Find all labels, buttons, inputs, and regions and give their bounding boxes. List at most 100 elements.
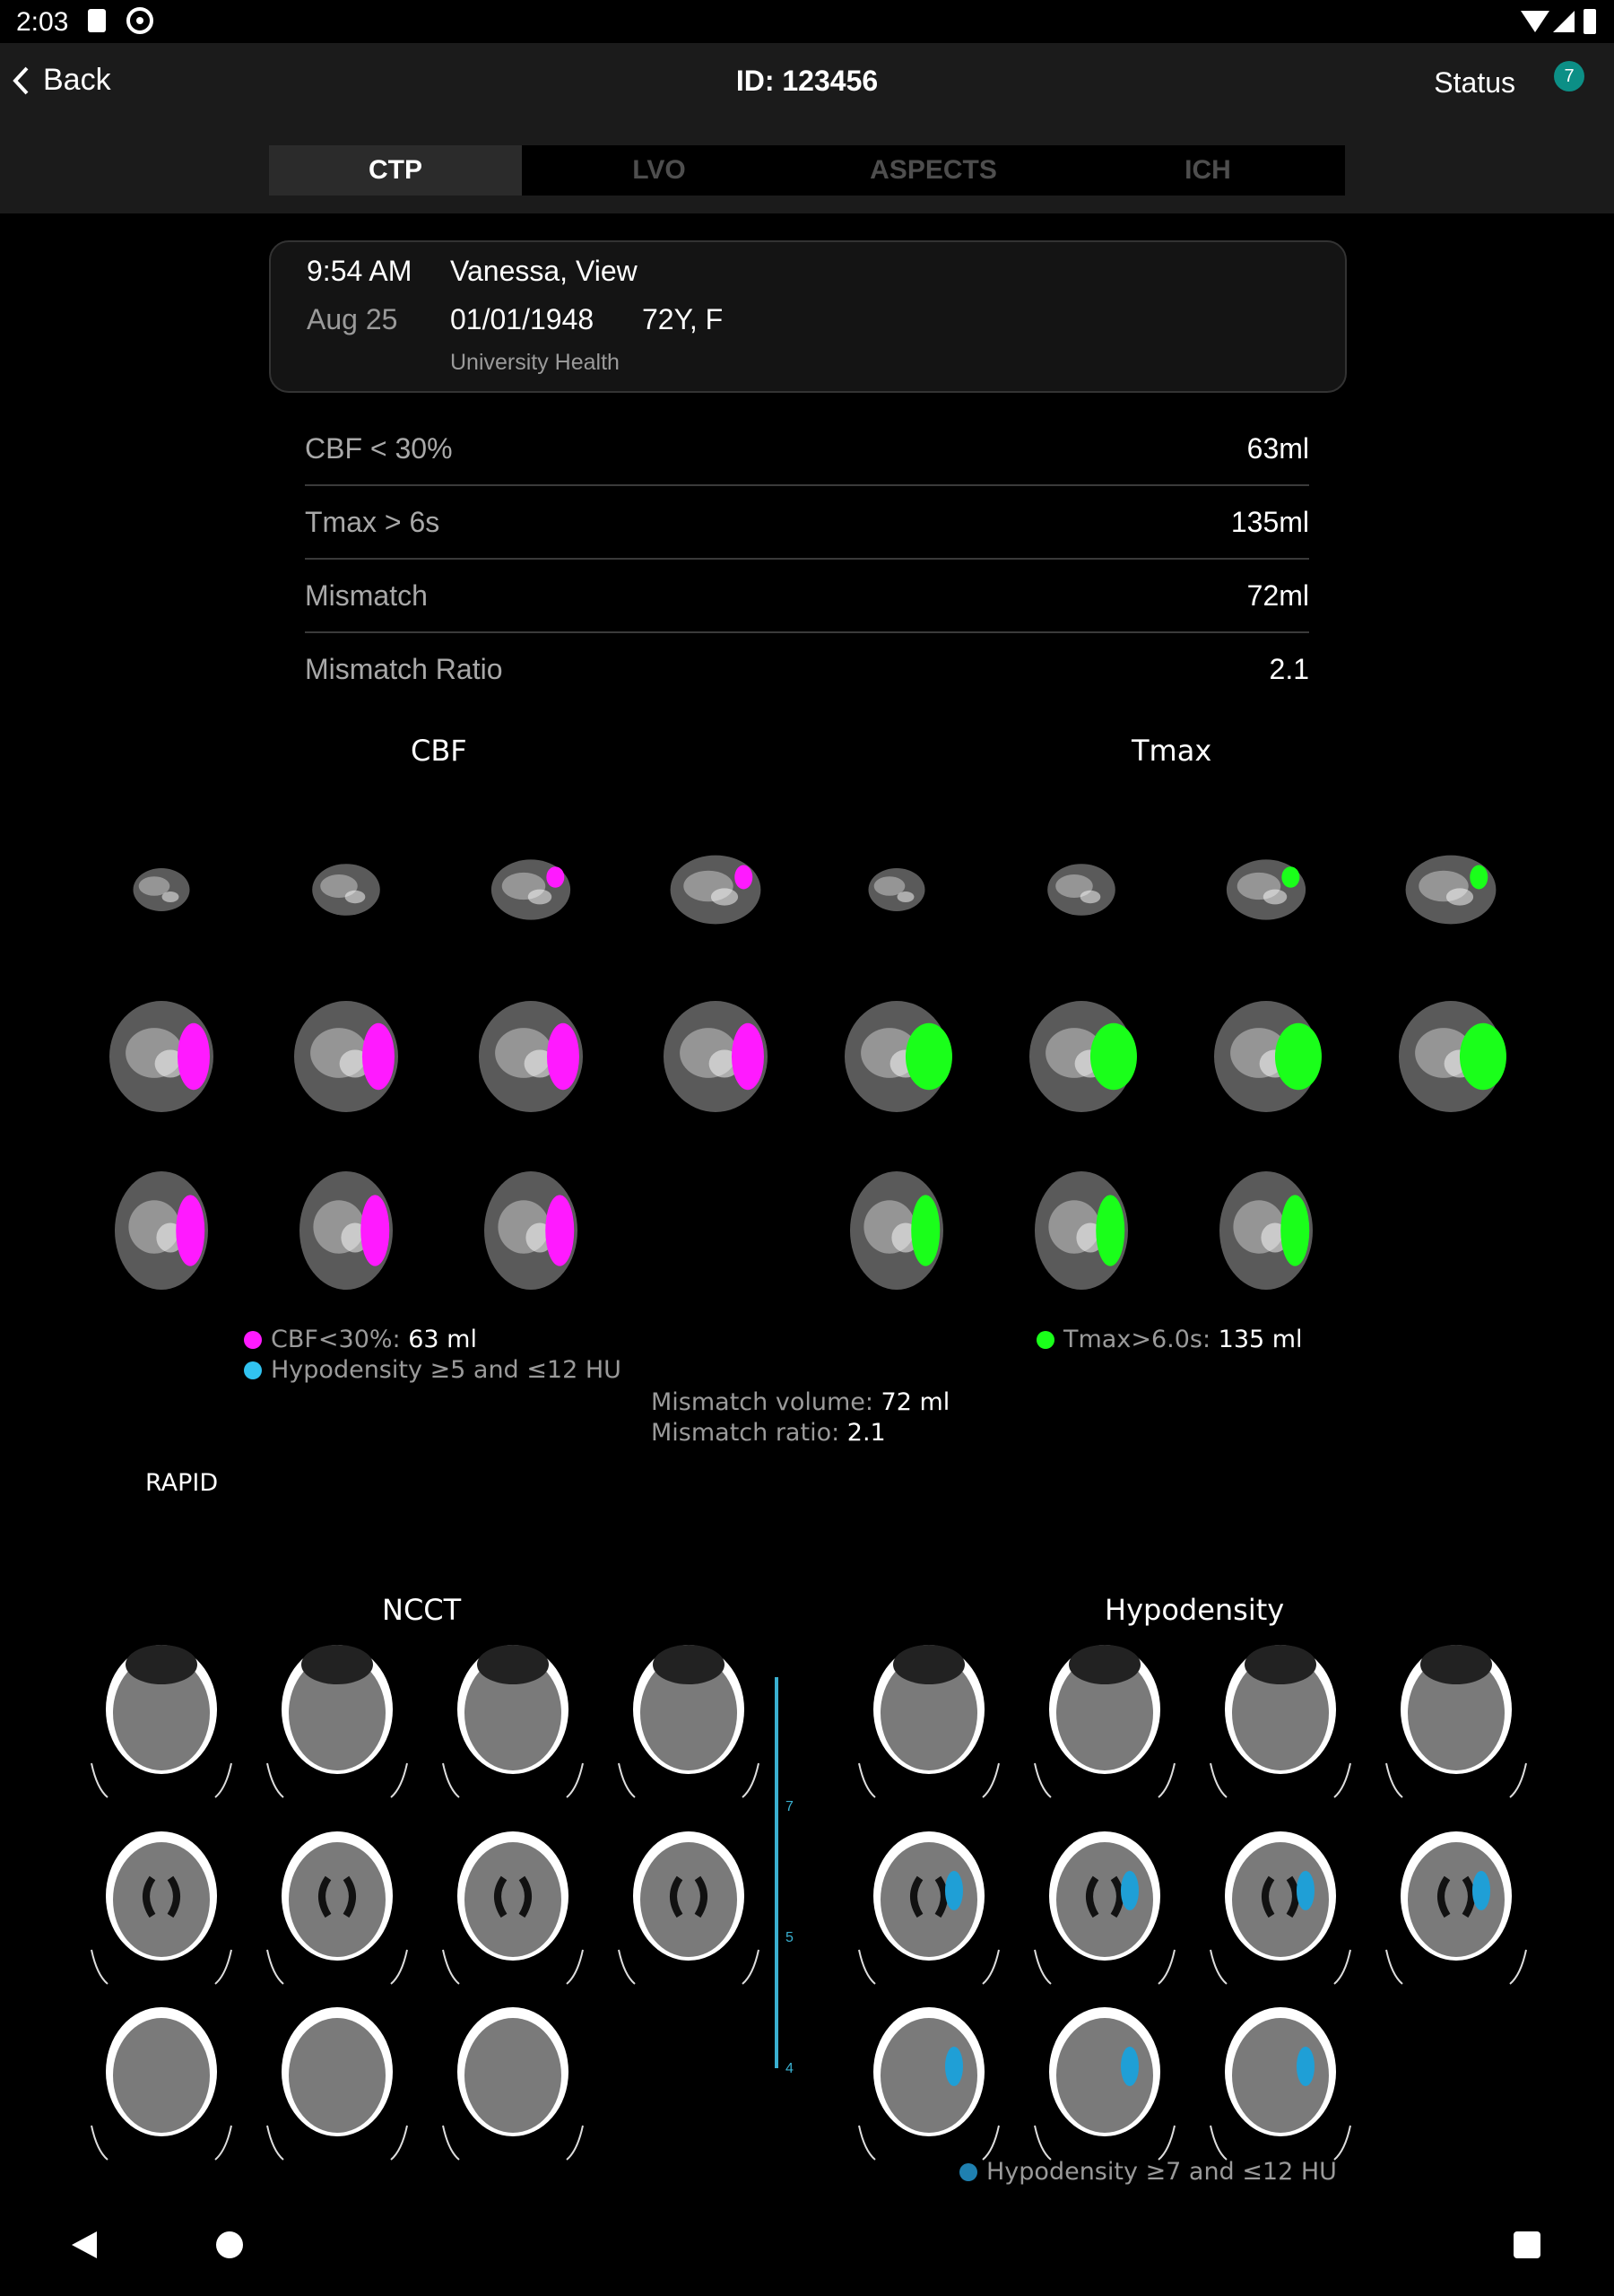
ncct-slice xyxy=(618,1645,759,1798)
perfusion-slice xyxy=(1029,1001,1137,1112)
metric-row-tmax: Tmax > 6s 135ml xyxy=(305,486,1309,560)
legend-cbf: CBF<30%: 63 ml xyxy=(244,1326,477,1353)
perfusion-slice xyxy=(299,1171,393,1290)
ncct-slice xyxy=(1034,1645,1176,1798)
triangle-back-icon[interactable] xyxy=(72,2231,97,2258)
legend-ncct-hypo-label: Hypodensity ≥7 and ≤12 HU xyxy=(986,2158,1337,2186)
perfusion-slice xyxy=(1214,1001,1322,1112)
patient-card[interactable]: 9:54 AM Aug 25 Vanessa, View 01/01/1948 … xyxy=(269,240,1347,393)
scan-date: Aug 25 xyxy=(307,303,398,335)
tmax-lesion xyxy=(1280,1195,1310,1266)
cbf-lesion xyxy=(361,1022,395,1091)
ncct-slice xyxy=(1385,1831,1527,1985)
scale-tick-4: 4 xyxy=(785,2061,794,2076)
circle-home-icon[interactable] xyxy=(216,2231,243,2258)
tab-ich[interactable]: ICH xyxy=(1184,155,1231,185)
perfusion-slice xyxy=(1405,855,1497,925)
scan-time: 9:54 AM xyxy=(307,255,412,287)
tmax-lesion xyxy=(1281,866,1300,888)
perfusion-slice xyxy=(479,1001,583,1112)
ncct-slice xyxy=(266,1645,408,1798)
scale-tick-7: 7 xyxy=(785,1799,794,1814)
metric-row-cbf: CBF < 30% 63ml xyxy=(305,413,1309,486)
ncct-slice xyxy=(266,1831,408,1985)
ncct-slice xyxy=(91,1831,232,1985)
sd-card-icon xyxy=(88,9,106,32)
perfusion-slice xyxy=(484,1171,577,1290)
tmax-lesion xyxy=(905,1022,952,1091)
perfusion-slice xyxy=(664,1001,768,1112)
perfusion-slice xyxy=(133,868,190,911)
tmax-title: Tmax xyxy=(1132,734,1212,768)
legend-tmax-value: 135 ml xyxy=(1218,1326,1303,1353)
cbf-lesion xyxy=(731,1022,764,1091)
patient-age-sex: 72Y, F xyxy=(642,303,724,335)
ncct-slice xyxy=(442,1645,584,1798)
status-badge: 7 xyxy=(1554,61,1584,91)
hypodensity-lesion xyxy=(1297,1871,1315,1910)
tab-lvo[interactable]: LVO xyxy=(632,155,686,185)
cbf-lesion xyxy=(546,1022,579,1091)
ncct-slice xyxy=(442,2007,584,2161)
perfusion-slice xyxy=(1047,864,1115,916)
tmax-lesion xyxy=(1470,865,1488,890)
hypodensity-lesion xyxy=(1472,1871,1490,1910)
mismatch-ratio-label: Mismatch ratio: xyxy=(651,1419,847,1447)
cbf-lesion xyxy=(546,866,565,888)
ncct-slice xyxy=(1034,1831,1176,1985)
perfusion-slice xyxy=(312,864,380,916)
perfusion-slice xyxy=(868,868,925,911)
ncct-slice xyxy=(442,1831,584,1985)
ncct-slice xyxy=(858,2007,1000,2161)
metric-row-mismatch: Mismatch 72ml xyxy=(305,560,1309,633)
perfusion-slice xyxy=(845,1001,952,1112)
back-button[interactable]: Back xyxy=(11,63,111,98)
perfusion-slice xyxy=(1219,1171,1313,1290)
mismatch-ratio: Mismatch ratio: 2.1 xyxy=(651,1419,886,1447)
perfusion-slice xyxy=(670,855,761,925)
navigation-bar xyxy=(0,2206,1614,2296)
clock: 2:03 xyxy=(16,7,69,37)
legend-tmax: Tmax>6.0s: 135 ml xyxy=(1037,1326,1303,1353)
metric-value: 63ml xyxy=(1246,431,1309,465)
hypodensity-lesion xyxy=(945,1871,963,1910)
tmax-lesion xyxy=(911,1195,941,1266)
hypodensity-lesion xyxy=(1297,2047,1315,2086)
patient-name: Vanessa, View xyxy=(450,255,638,287)
mismatch-volume-label: Mismatch volume: xyxy=(651,1388,881,1416)
perfusion-slice xyxy=(1226,859,1306,920)
chevron-left-icon xyxy=(13,66,29,94)
ncct-slice xyxy=(1210,2007,1351,2161)
status-bar: 2:03 xyxy=(0,0,1614,43)
metric-value: 2.1 xyxy=(1269,652,1309,685)
status-button[interactable]: Status xyxy=(1434,66,1515,99)
scale-tick-5: 5 xyxy=(785,1930,794,1945)
square-recents-icon[interactable] xyxy=(1514,2231,1540,2258)
hypodensity-lesion xyxy=(1121,2047,1139,2086)
ncct-slice xyxy=(266,2007,408,2161)
ncct-slice xyxy=(1385,1645,1527,1798)
tab-ctp[interactable]: CTP xyxy=(269,145,522,196)
tmax-lesion xyxy=(1089,1022,1137,1091)
ncct-slice xyxy=(91,2007,232,2161)
perfusion-slice xyxy=(1399,1001,1506,1112)
perfusion-slice xyxy=(109,1001,213,1112)
legend-hypo-label: Hypodensity ≥5 and ≤12 HU xyxy=(271,1356,621,1384)
ncct-slice xyxy=(1210,1831,1351,1985)
mismatch-volume: Mismatch volume: 72 ml xyxy=(651,1388,950,1416)
perfusion-slice xyxy=(490,859,571,920)
status-icons xyxy=(88,7,1596,34)
hypodensity-lesion xyxy=(1121,1871,1139,1910)
tab-aspects[interactable]: ASPECTS xyxy=(870,155,997,185)
ncct-slice xyxy=(1210,1645,1351,1798)
green-dot-icon xyxy=(1037,1331,1054,1349)
facility: University Health xyxy=(450,350,620,375)
mismatch-volume-value: 72 ml xyxy=(881,1388,950,1416)
tmax-lesion xyxy=(1459,1022,1506,1091)
legend-cbf-value: 63 ml xyxy=(408,1326,477,1353)
hypodensity-title: Hypodensity xyxy=(1105,1593,1285,1627)
cbf-lesion xyxy=(734,865,753,890)
brand-logo: RAPID xyxy=(145,1469,219,1497)
cbf-lesion xyxy=(177,1022,210,1091)
